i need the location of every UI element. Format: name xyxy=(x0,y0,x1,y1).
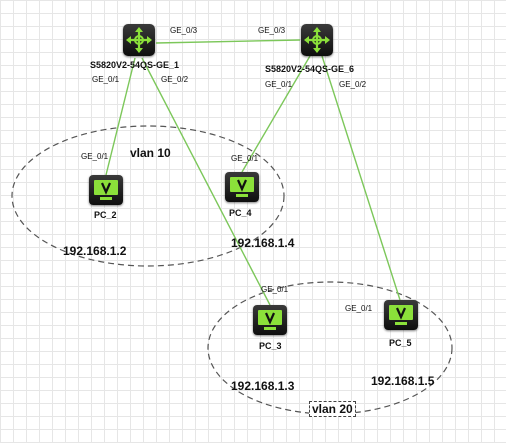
port-label-sw1-ge03: GE_0/3 xyxy=(170,26,198,35)
vlan10-ellipse xyxy=(11,125,285,267)
link-sw2-pc5[interactable] xyxy=(321,55,401,301)
pc4-ip-label: 192.168.1.4 xyxy=(231,236,295,250)
monitor-icon xyxy=(253,305,287,335)
vlan20-label[interactable]: vlan 20 xyxy=(309,401,356,417)
link-sw2-pc4[interactable] xyxy=(241,55,311,173)
switch2-name-label: S5820V2-54QS-GE_6 xyxy=(265,64,355,74)
vlan10-label: vlan 10 xyxy=(130,146,171,160)
pc2-ip-label: 192.168.1.2 xyxy=(63,244,127,258)
pc2-name-label: PC_2 xyxy=(94,210,117,220)
port-label-sw2-ge03: GE_0/3 xyxy=(258,26,286,35)
port-label-sw2-ge01: GE_0/1 xyxy=(265,80,293,89)
port-label-pc5-ge01: GE_0/1 xyxy=(345,304,373,313)
pc4-name-label: PC_4 xyxy=(229,208,252,218)
link-sw1-sw2[interactable] xyxy=(155,39,301,44)
port-label-pc3-ge01: GE_0/1 xyxy=(261,285,289,294)
link-sw1-pc3[interactable] xyxy=(141,57,271,306)
pc3-name-label: PC_3 xyxy=(259,341,282,351)
pc5-name-label: PC_5 xyxy=(389,338,412,348)
monitor-icon xyxy=(225,172,259,202)
layer3-switch-icon xyxy=(123,24,155,56)
port-label-sw1-ge01: GE_0/1 xyxy=(92,75,120,84)
port-label-sw1-ge02: GE_0/2 xyxy=(161,75,189,84)
monitor-icon xyxy=(384,300,418,330)
monitor-icon xyxy=(89,175,123,205)
pc3-ip-label: 192.168.1.3 xyxy=(231,379,295,393)
pc5-ip-label: 192.168.1.5 xyxy=(371,374,435,388)
switch1-name-label: S5820V2-54QS-GE_1 xyxy=(90,60,180,70)
port-label-pc2-ge01: GE_0/1 xyxy=(81,152,109,161)
port-label-sw2-ge02: GE_0/2 xyxy=(339,80,367,89)
port-label-pc4-ge01: GE_0/1 xyxy=(231,154,259,163)
link-sw1-pc2[interactable] xyxy=(105,57,136,176)
layer3-switch-icon xyxy=(301,24,333,56)
